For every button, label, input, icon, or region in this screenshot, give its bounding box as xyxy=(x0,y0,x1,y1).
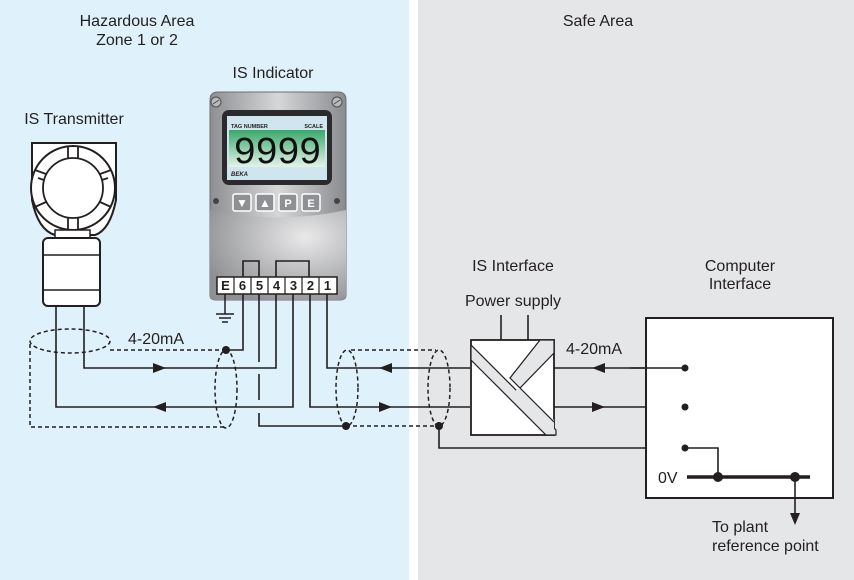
is-indicator-label: IS Indicator xyxy=(233,65,315,82)
hazardous-area-subtitle: Zone 1 or 2 xyxy=(96,32,178,49)
display-value: 9999 xyxy=(233,132,320,175)
down-arrow-icon: ▼ xyxy=(236,196,248,210)
current-arrow-right xyxy=(592,402,605,412)
earth-ground-icon xyxy=(216,294,234,323)
terminal-4: 4 xyxy=(273,278,281,293)
plant-reference-label-2: reference point xyxy=(712,538,819,555)
computer-interface: 0V xyxy=(630,317,834,499)
brand-logo: BEKA xyxy=(231,172,248,178)
terminal-e: E xyxy=(221,278,230,293)
p-button-label: P xyxy=(284,198,291,210)
plant-reference-label-1: To plant xyxy=(712,519,769,536)
current-arrow-left xyxy=(592,363,605,373)
safe-area-title: Safe Area xyxy=(563,13,633,30)
computer-interface-label-1: Computer xyxy=(705,258,776,275)
plant-reference-arrow xyxy=(790,513,800,525)
current-arrow-right xyxy=(153,363,166,373)
scale-label: SCALE xyxy=(304,124,323,130)
is-indicator: TAG NUMBER SCALE 9999 BEKA ▼ ▲ P E E xyxy=(209,91,347,301)
e-button-label: E xyxy=(307,198,314,210)
current-arrow-right xyxy=(379,402,392,412)
current-label-safe: 4-20mA xyxy=(566,341,622,358)
input-terminal-dot xyxy=(681,364,689,372)
is-transmitter xyxy=(30,142,117,307)
current-arrow-left xyxy=(379,363,392,373)
hazardous-area-title: Hazardous Area xyxy=(80,13,195,30)
input-terminal-dot xyxy=(681,403,689,411)
screw-icon xyxy=(213,198,219,204)
terminal-3: 3 xyxy=(290,278,297,293)
tag-number-label: TAG NUMBER xyxy=(231,124,268,130)
terminal-5: 5 xyxy=(256,278,263,293)
shield-junction-dot xyxy=(342,422,350,430)
up-arrow-icon: ▲ xyxy=(259,196,271,210)
up-button[interactable] xyxy=(255,193,275,212)
shield-junction-dot xyxy=(222,346,230,354)
terminal-6: 6 xyxy=(239,278,246,293)
terminal-block: E 6 5 4 3 2 1 xyxy=(216,276,338,295)
current-arrow-left xyxy=(153,402,166,412)
terminal-1: 1 xyxy=(324,278,331,293)
computer-interface-label-2: Interface xyxy=(709,276,771,293)
keypad: ▼ ▲ P E xyxy=(232,193,321,212)
is-interface-label: IS Interface xyxy=(472,258,554,275)
cable-shield-interface xyxy=(335,349,451,427)
zero-volt-label: 0V xyxy=(658,470,678,487)
current-label-hazardous: 4-20mA xyxy=(128,331,184,348)
terminal-2: 2 xyxy=(307,278,314,293)
p-button[interactable] xyxy=(278,193,298,212)
is-interface xyxy=(470,315,557,436)
screw-icon xyxy=(334,198,340,204)
down-button[interactable] xyxy=(232,193,252,212)
shield-ground-wire xyxy=(438,426,685,449)
power-supply-label: Power supply xyxy=(465,293,561,310)
hazardous-wiring xyxy=(55,294,470,427)
e-button[interactable] xyxy=(301,193,321,212)
is-transmitter-label: IS Transmitter xyxy=(24,111,124,128)
